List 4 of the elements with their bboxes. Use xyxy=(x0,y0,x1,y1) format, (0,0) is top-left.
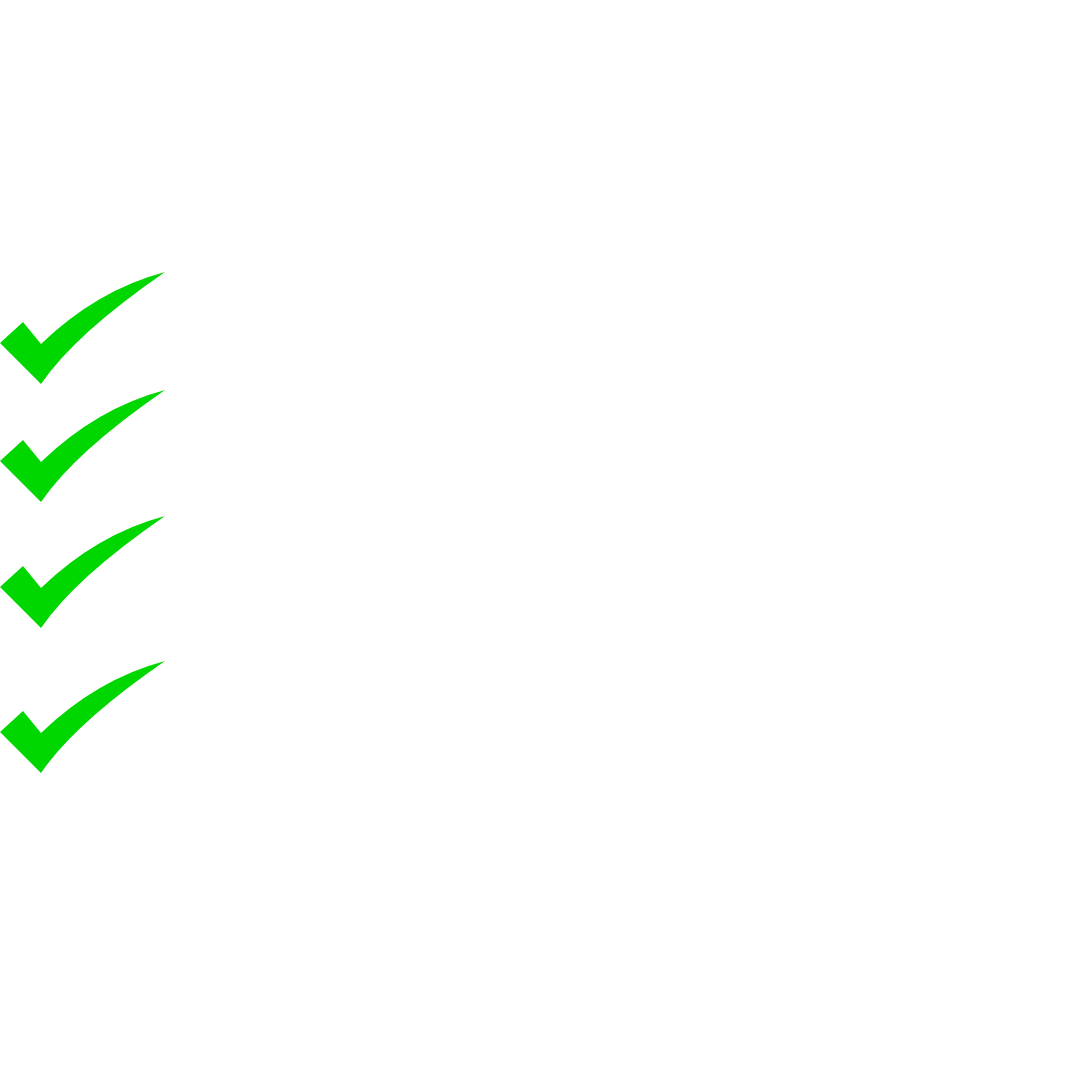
checkmark-icon xyxy=(0,272,166,385)
checkmark-icon xyxy=(0,661,166,774)
checkmark-icon xyxy=(0,390,166,503)
checkmark-icon xyxy=(0,516,166,629)
